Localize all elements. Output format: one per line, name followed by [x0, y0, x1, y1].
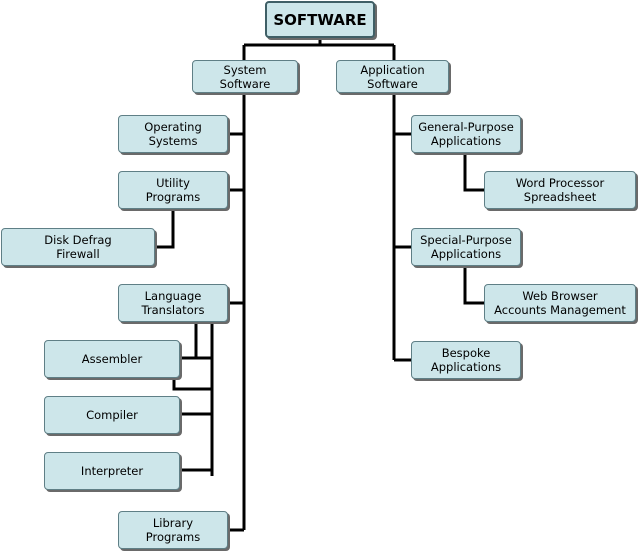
node-general-purpose-applications: General-Purpose Applications: [411, 115, 521, 153]
node-software: SOFTWARE: [265, 1, 375, 38]
node-library-programs: Library Programs: [118, 511, 228, 549]
node-bespoke-applications: Bespoke Applications: [411, 341, 521, 379]
node-application-software: Application Software: [336, 60, 449, 93]
connector-special-examples: [463, 266, 484, 305]
node-special-purpose-applications: Special-Purpose Applications: [411, 228, 521, 266]
node-assembler: Assembler: [44, 340, 180, 378]
node-interpreter: Interpreter: [44, 452, 180, 490]
node-operating-systems: Operating Systems: [118, 115, 228, 153]
node-disk-defrag-firewall: Disk Defrag Firewall: [1, 228, 155, 266]
connector-translator-children: [172, 322, 214, 476]
node-compiler: Compiler: [44, 396, 180, 434]
node-system-software: System Software: [192, 60, 298, 93]
node-word-processor-spreadsheet: Word Processor Spreadsheet: [484, 171, 636, 209]
node-utility-programs: Utility Programs: [118, 171, 228, 209]
connector-general-examples: [463, 153, 484, 192]
connector-root-branches: [242, 38, 396, 60]
connector-utility-examples: [155, 209, 175, 249]
node-web-browser-accounts-management: Web Browser Accounts Management: [484, 284, 636, 322]
node-language-translators: Language Translators: [118, 284, 228, 322]
